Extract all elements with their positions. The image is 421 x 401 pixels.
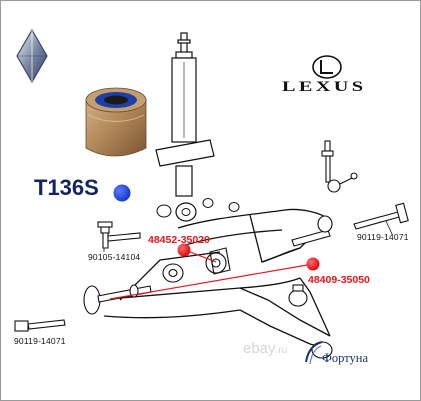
rhombus-logo-icon [16, 28, 48, 84]
fortuna-logo-icon [305, 341, 323, 365]
upper-arm [177, 208, 331, 263]
red-marker-right [306, 257, 320, 271]
part-number-bolt-bottom: 90119-14071 [14, 336, 66, 346]
lower-bolt-assembly [83, 284, 152, 315]
middle-bushings [162, 247, 231, 283]
watermark-text: ebay [243, 340, 276, 357]
stabilizer-link [321, 140, 358, 193]
pin-right [291, 215, 333, 247]
blue-marker [113, 184, 131, 202]
brand-name: LEXUS [282, 79, 367, 95]
watermark: ebay.ru [243, 340, 287, 357]
ball-joint [288, 284, 333, 359]
bolt-left [97, 221, 141, 249]
leader-lines [103, 220, 393, 252]
part-number-bolt-right: 90119-14071 [357, 232, 409, 242]
shock-absorber [155, 32, 215, 222]
lower-arm [95, 251, 333, 351]
part-number-bolt-left: 90105-14104 [88, 252, 141, 262]
red-marker-left [177, 243, 191, 257]
part-number-bushing-right: 48409-35050 [308, 274, 370, 286]
lexus-emblem-icon [312, 55, 342, 79]
part-number-bushing-left: 48452-35020 [148, 234, 210, 246]
bushing-photo [85, 87, 147, 157]
highlight-label: T136S [34, 175, 99, 200]
bolt-right [353, 202, 409, 230]
seller-mark: Фортуна [322, 351, 368, 365]
watermark-tld: .ru [275, 345, 288, 356]
bolt-bottom [14, 319, 66, 332]
shock-bushings [156, 198, 240, 218]
